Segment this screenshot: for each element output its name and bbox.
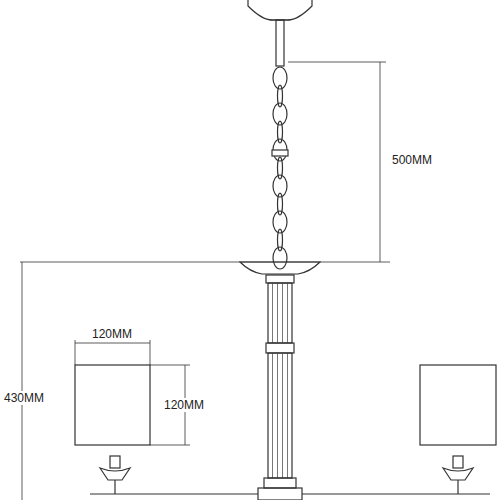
- candle-cup: [100, 468, 130, 480]
- dimension-label: 120MM: [163, 398, 205, 412]
- chain-link: [273, 67, 287, 89]
- candle-holder: [110, 456, 120, 468]
- dimension-line: [20, 262, 390, 263]
- dimension-line: [150, 340, 151, 365]
- dimension-line: [75, 340, 76, 365]
- dimension-line: [150, 445, 190, 446]
- fluted-column: [268, 353, 292, 478]
- arm: [302, 493, 490, 494]
- chain-link: [273, 175, 287, 197]
- hanging-rod: [276, 20, 284, 66]
- chain: [272, 67, 288, 269]
- lamp-shade: [420, 365, 496, 445]
- candle-holder: [453, 456, 463, 468]
- column-ring: [266, 343, 294, 353]
- dimension-line: [380, 62, 381, 262]
- dimension-line: [288, 62, 386, 63]
- fluted-column: [268, 283, 292, 343]
- chain-link: [273, 139, 287, 161]
- candle-stem: [457, 480, 458, 494]
- column-base: [258, 488, 302, 500]
- dimension-label: 500MM: [391, 153, 433, 167]
- dimension-line: [150, 365, 190, 366]
- candle-stem: [114, 480, 115, 494]
- dimension-label: 430MM: [3, 391, 45, 405]
- column-collar: [266, 275, 294, 283]
- chain-link: [273, 211, 287, 233]
- chain-connector: [272, 150, 288, 156]
- candle-cup: [443, 468, 473, 480]
- dimension-line: [75, 343, 150, 344]
- dimension-label: 120MM: [91, 327, 133, 341]
- dimension-line: [22, 262, 23, 500]
- ceiling-canopy: [248, 0, 312, 20]
- chain-link: [273, 247, 287, 269]
- chain-link: [273, 103, 287, 125]
- column-collar: [264, 478, 296, 488]
- lamp-shade: [75, 365, 150, 445]
- top-cup: [240, 262, 320, 274]
